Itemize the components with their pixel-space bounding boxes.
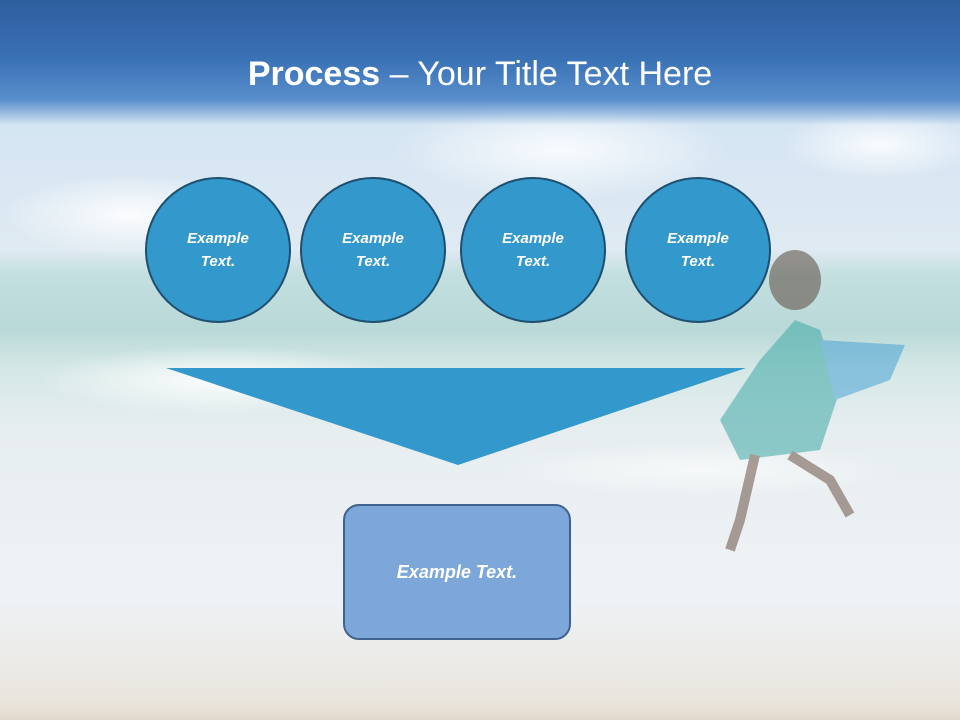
funnel-arrow [166, 368, 746, 465]
result-box-label: Example Text. [396, 561, 518, 582]
process-circle-2[interactable]: Example Text. [300, 177, 446, 323]
header-band [0, 0, 960, 125]
process-circle-4[interactable]: Example Text. [625, 177, 771, 323]
process-circle-label: Example Text. [342, 230, 404, 270]
process-circle-3[interactable]: Example Text. [460, 177, 606, 323]
process-circle-label: Example Text. [502, 230, 564, 270]
title-rest: – Your Title Text Here [380, 55, 713, 93]
process-circle-label: Example Text. [187, 230, 249, 270]
title-bold: Process [247, 55, 381, 93]
slide-title: Process – Your Title Text Here [0, 52, 960, 96]
process-circle-label: Example Text. [667, 230, 729, 270]
process-circle-1[interactable]: Example Text. [145, 177, 291, 323]
dancer-photo [720, 250, 905, 552]
result-box[interactable]: Example Text. [343, 504, 571, 640]
